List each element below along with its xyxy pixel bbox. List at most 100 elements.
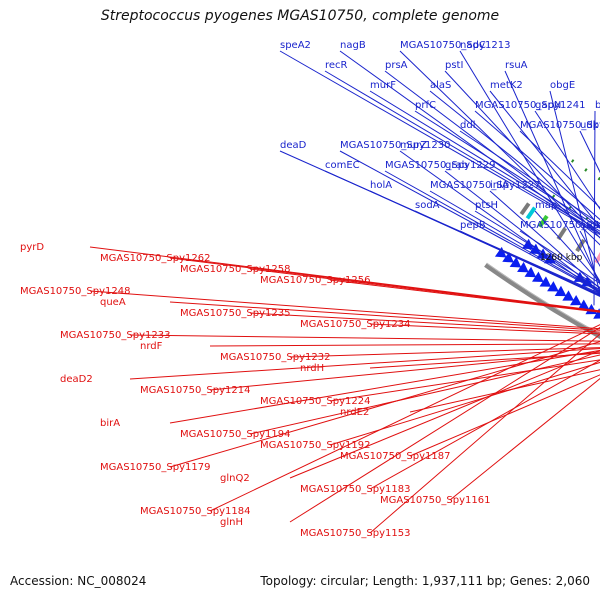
forward-gene-label: nagB <box>340 40 366 51</box>
forward-leader-line <box>444 70 600 239</box>
forward-leader-line <box>593 110 596 306</box>
forward-gene-arrow <box>529 243 541 255</box>
forward-leader-line <box>459 50 600 283</box>
backbone-arc <box>484 262 600 340</box>
forward-gene-arrow <box>539 276 552 287</box>
forward-gene-arrow <box>502 251 514 263</box>
reverse-gene-label: MGAS10750_Spy1232 <box>220 352 330 363</box>
forward-leader-line <box>384 170 600 292</box>
reverse-leader-line <box>249 354 600 435</box>
scale-tick-label: 1260 kbp <box>540 253 583 263</box>
forward-gene-label: ptsH <box>475 200 498 211</box>
forward-gene-arrow <box>577 299 590 310</box>
reverse-leader-line <box>329 359 600 402</box>
forward-leader-line <box>489 90 600 228</box>
forward-gene-label: murF <box>370 80 396 91</box>
forward-gene-label: MGAS10750_Spy1241 <box>475 100 585 111</box>
reverse-leader-line <box>329 361 600 446</box>
forward-leader-line <box>459 130 600 225</box>
forward-gene-arrow <box>536 248 549 259</box>
forward-gene-arrow <box>570 294 582 306</box>
reverse-leader-line <box>409 369 600 413</box>
reverse-gene-label: glnQ2 <box>220 473 250 484</box>
forward-gene-arrow <box>554 285 567 297</box>
reverse-gene-label: MGAS10750_Spy1161 <box>380 495 490 506</box>
reverse-gene-label: MGAS10750_Spy1262 <box>100 253 210 264</box>
forward-gene-label: pepB <box>460 220 486 231</box>
forward-gene-label: deaD <box>280 140 307 151</box>
forward-leader-line <box>414 110 600 229</box>
forward-leader-line <box>579 130 600 174</box>
reverse-gene-label: queA <box>100 297 126 308</box>
cog-block <box>525 206 537 220</box>
backbone-highlight <box>486 262 600 335</box>
forward-gene-arrow <box>509 256 522 268</box>
forward-gene-label: MGAS10750_Spy1229 <box>385 160 495 171</box>
forward-gene-arrow <box>494 246 507 258</box>
forward-leader-line <box>444 170 600 293</box>
accession-text: Accession: NC_008024 <box>10 574 147 588</box>
gene-labels: speA2recRmurFprfCddldeaDcomECholAsodApep… <box>20 40 600 539</box>
reverse-gene-label: nrdE2 <box>340 407 369 418</box>
forward-leader-line <box>384 70 600 235</box>
reverse-leader-line <box>209 351 600 391</box>
reverse-gene-label: MGAS10750_Spy1233 <box>60 330 170 341</box>
forward-gene-label: metK2 <box>490 80 523 91</box>
reverse-leader-line <box>289 347 600 358</box>
reverse-gene-label: MGAS10750_Spy1192 <box>260 440 370 451</box>
reverse-gene-label: MGAS10750_Spy1224 <box>260 396 370 407</box>
reverse-leader-line <box>369 359 600 490</box>
forward-gene-label: MGAS10750_Spy1213 <box>400 40 510 51</box>
map-title: Streptococcus pyogenes MGAS10750, comple… <box>100 8 500 24</box>
forward-gene-label: murZ <box>400 140 427 151</box>
reverse-leader-line <box>209 324 600 512</box>
reverse-gene-label: MGAS10750_Spy1214 <box>140 385 250 396</box>
forward-leader-line <box>429 190 600 291</box>
reverse-gene-label: MGAS10750_Spy1187 <box>340 451 450 462</box>
reverse-gene-label: MGAS10750_Spy1153 <box>300 528 410 539</box>
reverse-leader-line <box>209 343 600 347</box>
reverse-gene-label: MGAS10750_Spy1258 <box>180 264 290 275</box>
cog-color-track <box>519 202 600 264</box>
forward-gene-arrow <box>547 281 559 292</box>
forward-gene-label: grab <box>445 160 468 171</box>
reverse-gene-label: MGAS10750_Spy1183 <box>300 484 410 495</box>
forward-gene-label: MGAS10750_Spy1230 <box>340 140 450 151</box>
reverse-gene-label: MGAS10750_Spy1194 <box>180 429 290 440</box>
reverse-leader-line <box>289 326 600 523</box>
cog-block <box>537 214 549 228</box>
forward-gene-label: pstI <box>445 60 463 71</box>
topology-summary: Topology: circular; Length: 1,937,111 bp… <box>260 574 590 588</box>
reverse-leader-line <box>249 312 600 333</box>
forward-gene-label: prsA <box>385 60 408 71</box>
forward-leader-line <box>534 110 600 210</box>
reverse-gene-label: nrdH <box>300 363 324 374</box>
reverse-leader-line <box>409 374 600 457</box>
forward-gene-label: ddl <box>460 120 475 131</box>
forward-gene-label: MGAS10750_Spy1227 <box>430 180 540 191</box>
forward-gene-arrow <box>524 266 537 278</box>
forward-gene-label: comEC <box>325 160 360 171</box>
reverse-gene-label: deaD2 <box>60 374 93 385</box>
reverse-leader-line <box>369 333 600 534</box>
forward-gene-label: bglA2 <box>595 100 600 111</box>
cog-block <box>575 238 586 253</box>
reverse-leader-line <box>249 268 600 313</box>
forward-gene-arrow <box>543 253 556 264</box>
forward-gene-label: udk <box>580 120 599 131</box>
reverse-leader-line <box>169 341 600 468</box>
reverse-gene-label: glnH <box>220 517 243 528</box>
reverse-leader-line <box>369 352 600 369</box>
genome-backbone <box>484 262 600 340</box>
forward-leader-line <box>489 190 600 290</box>
forward-leader-line <box>579 230 600 267</box>
forward-gene-arrow <box>562 290 575 301</box>
reverse-leader-line <box>369 323 600 335</box>
forward-gene-arrow <box>532 271 544 283</box>
forward-gene-label: obgE <box>550 80 575 91</box>
forward-gene-label: rsuA <box>505 60 528 71</box>
label-leader-lines <box>89 50 600 534</box>
reverse-gene-label: MGAS10750_Spy1179 <box>100 462 210 473</box>
forward-leader-line <box>369 90 600 232</box>
